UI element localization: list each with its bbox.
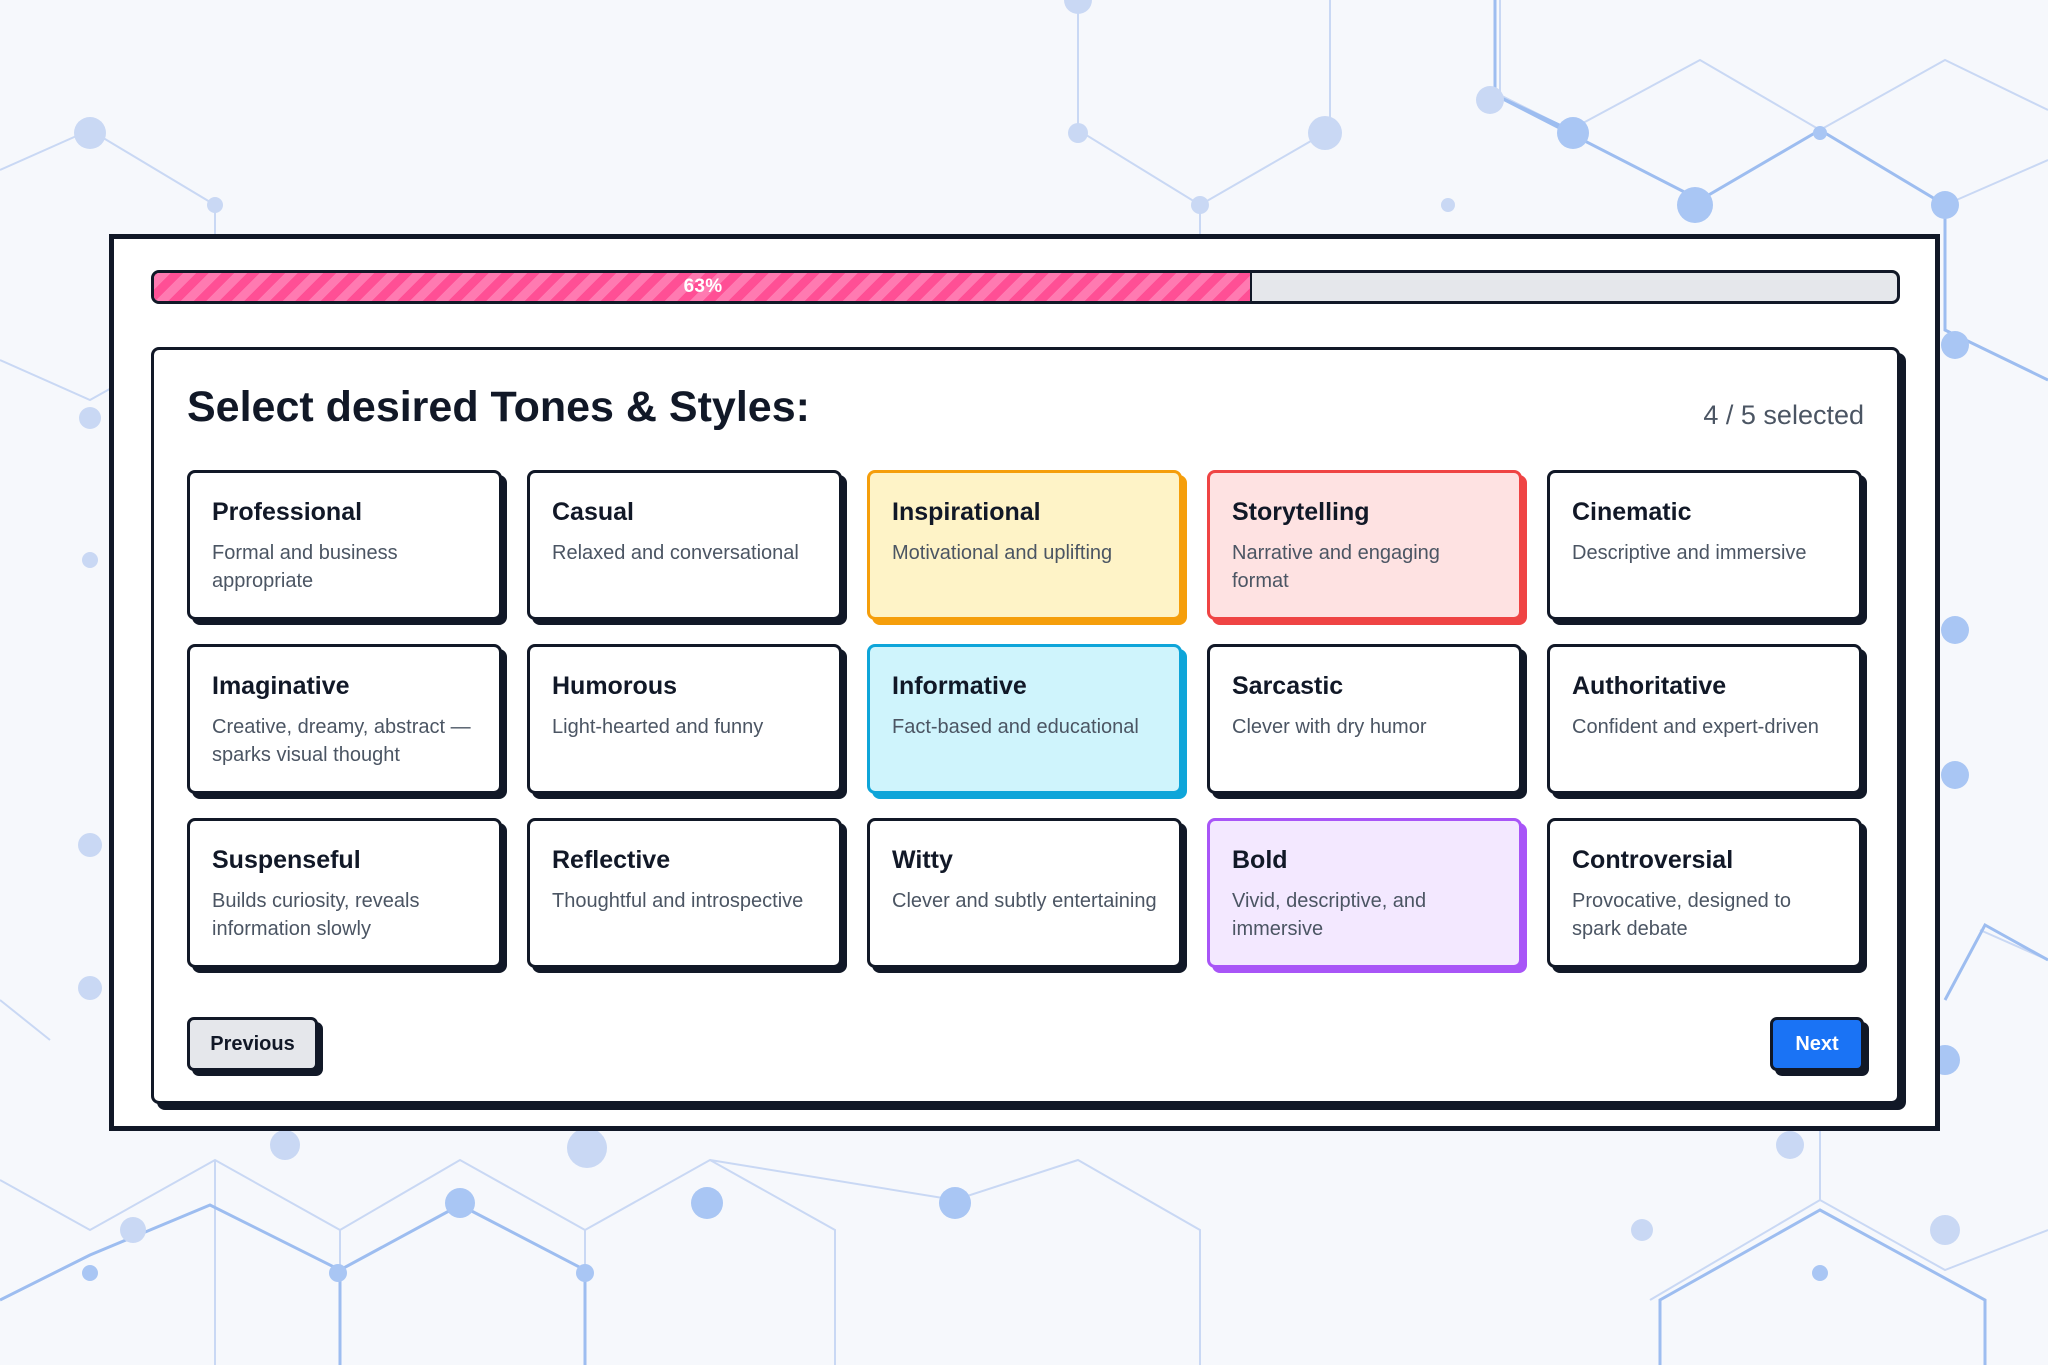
option-title: Informative	[892, 672, 1027, 700]
option-description: Descriptive and immersive	[1572, 542, 1807, 564]
option-title: Professional	[212, 498, 363, 526]
selected-count: 4 / 5 selected	[1703, 400, 1864, 430]
tone-selection-panel: Select desired Tones & Styles: 4 / 5 sel…	[151, 347, 1900, 1104]
option-title: Reflective	[552, 846, 671, 874]
progress-fill	[154, 273, 1253, 301]
page-title: Select desired Tones & Styles:	[187, 383, 810, 431]
option-title: Humorous	[552, 672, 677, 700]
progress-label: 63%	[683, 276, 723, 297]
option-title: Suspenseful	[212, 846, 361, 874]
option-description: Builds curiosity, reveals information sl…	[212, 890, 420, 940]
option-description: Fact-based and educational	[892, 716, 1139, 738]
option-title: Controversial	[1572, 846, 1734, 874]
option-title: Casual	[552, 498, 634, 526]
option-title: Inspirational	[892, 498, 1041, 526]
option-description: Creative, dreamy, abstract — sparks visu…	[212, 716, 471, 766]
option-description: Light-hearted and funny	[552, 716, 764, 738]
option-title: Authoritative	[1572, 672, 1727, 700]
option-description: Provocative, designed to spark debate	[1572, 890, 1792, 940]
option-title: Imaginative	[212, 672, 350, 700]
option-description: Confident and expert-driven	[1572, 716, 1819, 738]
progress-bar: 63%	[151, 270, 1900, 304]
option-description: Motivational and uplifting	[892, 542, 1113, 564]
wizard-window: 63% Select desired Tones & Styles: 4 / 5…	[109, 234, 1940, 1131]
option-description: Vivid, descriptive, and immersive	[1232, 890, 1427, 940]
option-description: Clever and subtly entertaining	[892, 890, 1157, 912]
option-title: Bold	[1232, 846, 1288, 874]
option-title: Storytelling	[1232, 498, 1370, 526]
option-description: Clever with dry humor	[1232, 716, 1427, 738]
option-description: Formal and business appropriate	[212, 542, 398, 592]
option-title: Sarcastic	[1232, 672, 1344, 700]
option-title: Cinematic	[1572, 498, 1692, 526]
option-description: Thoughtful and introspective	[552, 890, 804, 912]
previous-button[interactable]: Previous	[187, 1017, 318, 1071]
option-description: Narrative and engaging format	[1232, 542, 1440, 592]
option-title: Witty	[892, 846, 953, 874]
next-button[interactable]: Next	[1770, 1017, 1864, 1071]
option-description: Relaxed and conversational	[552, 542, 799, 564]
